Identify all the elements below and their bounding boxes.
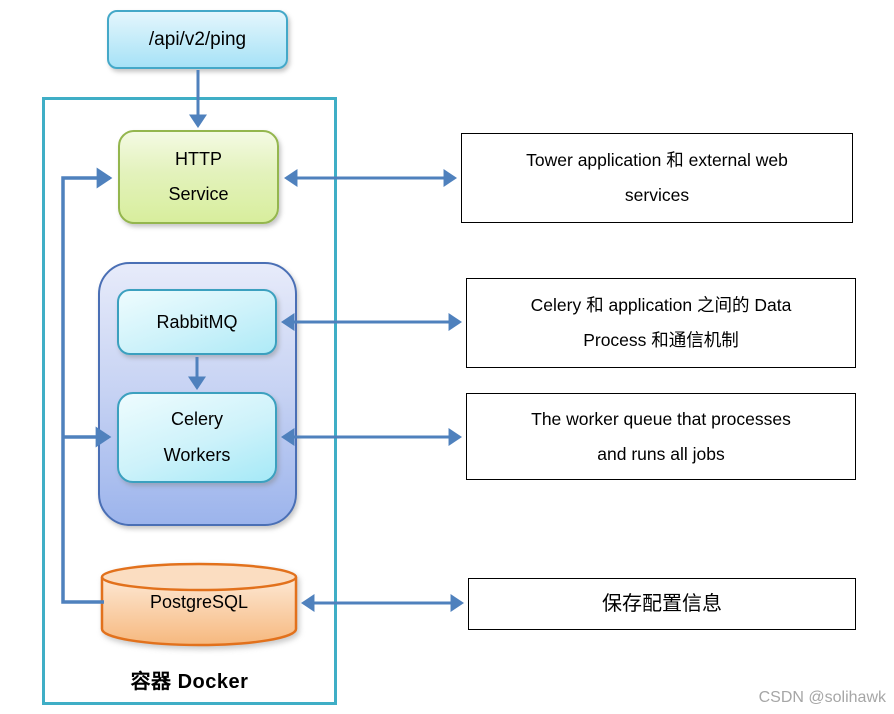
node-rabbitmq: RabbitMQ: [117, 289, 277, 355]
node-http-service: HTTP Service: [118, 130, 279, 224]
annotation-http-service: Tower application 和 external web service…: [461, 133, 853, 223]
node-api-endpoint: /api/v2/ping: [107, 10, 288, 69]
annotation-rabbitmq-line2: Process 和通信机制: [583, 330, 739, 350]
postgresql-label: PostgreSQL: [149, 592, 249, 612]
rabbitmq-label: RabbitMQ: [156, 311, 238, 332]
http-service-label-line2: Service: [168, 184, 229, 204]
annotation-rabbitmq-line1: Celery 和 application 之间的 Data: [530, 295, 792, 315]
annotation-celery-workers-line1: The worker queue that processes: [531, 408, 791, 429]
annotation-celery-workers-line2: and runs all jobs: [597, 443, 725, 464]
annotation-postgresql: 保存配置信息: [468, 578, 856, 630]
annotation-http-service-line1: Tower application 和 external web: [526, 150, 788, 170]
docker-container-label: 容器 Docker: [130, 671, 249, 693]
node-celery-workers: Celery Workers: [117, 392, 277, 483]
celery-workers-label-line2: Workers: [163, 444, 231, 465]
annotation-http-service-line2: services: [624, 185, 690, 205]
watermark: CSDN @solihawk: [758, 689, 886, 706]
celery-workers-label-line1: Celery: [170, 409, 223, 430]
annotation-celery-workers: The worker queue that processes and runs…: [466, 393, 856, 480]
annotation-rabbitmq: Celery 和 application 之间的 Data Process 和通…: [466, 278, 856, 368]
docker-container-box: 容器 Docker: [42, 97, 337, 705]
annotation-postgresql-line1: 保存配置信息: [602, 593, 722, 615]
postgresql-cylinder-shape: [100, 562, 298, 647]
api-endpoint-label: /api/v2/ping: [148, 28, 247, 50]
http-service-label-line1: HTTP: [175, 148, 222, 169]
